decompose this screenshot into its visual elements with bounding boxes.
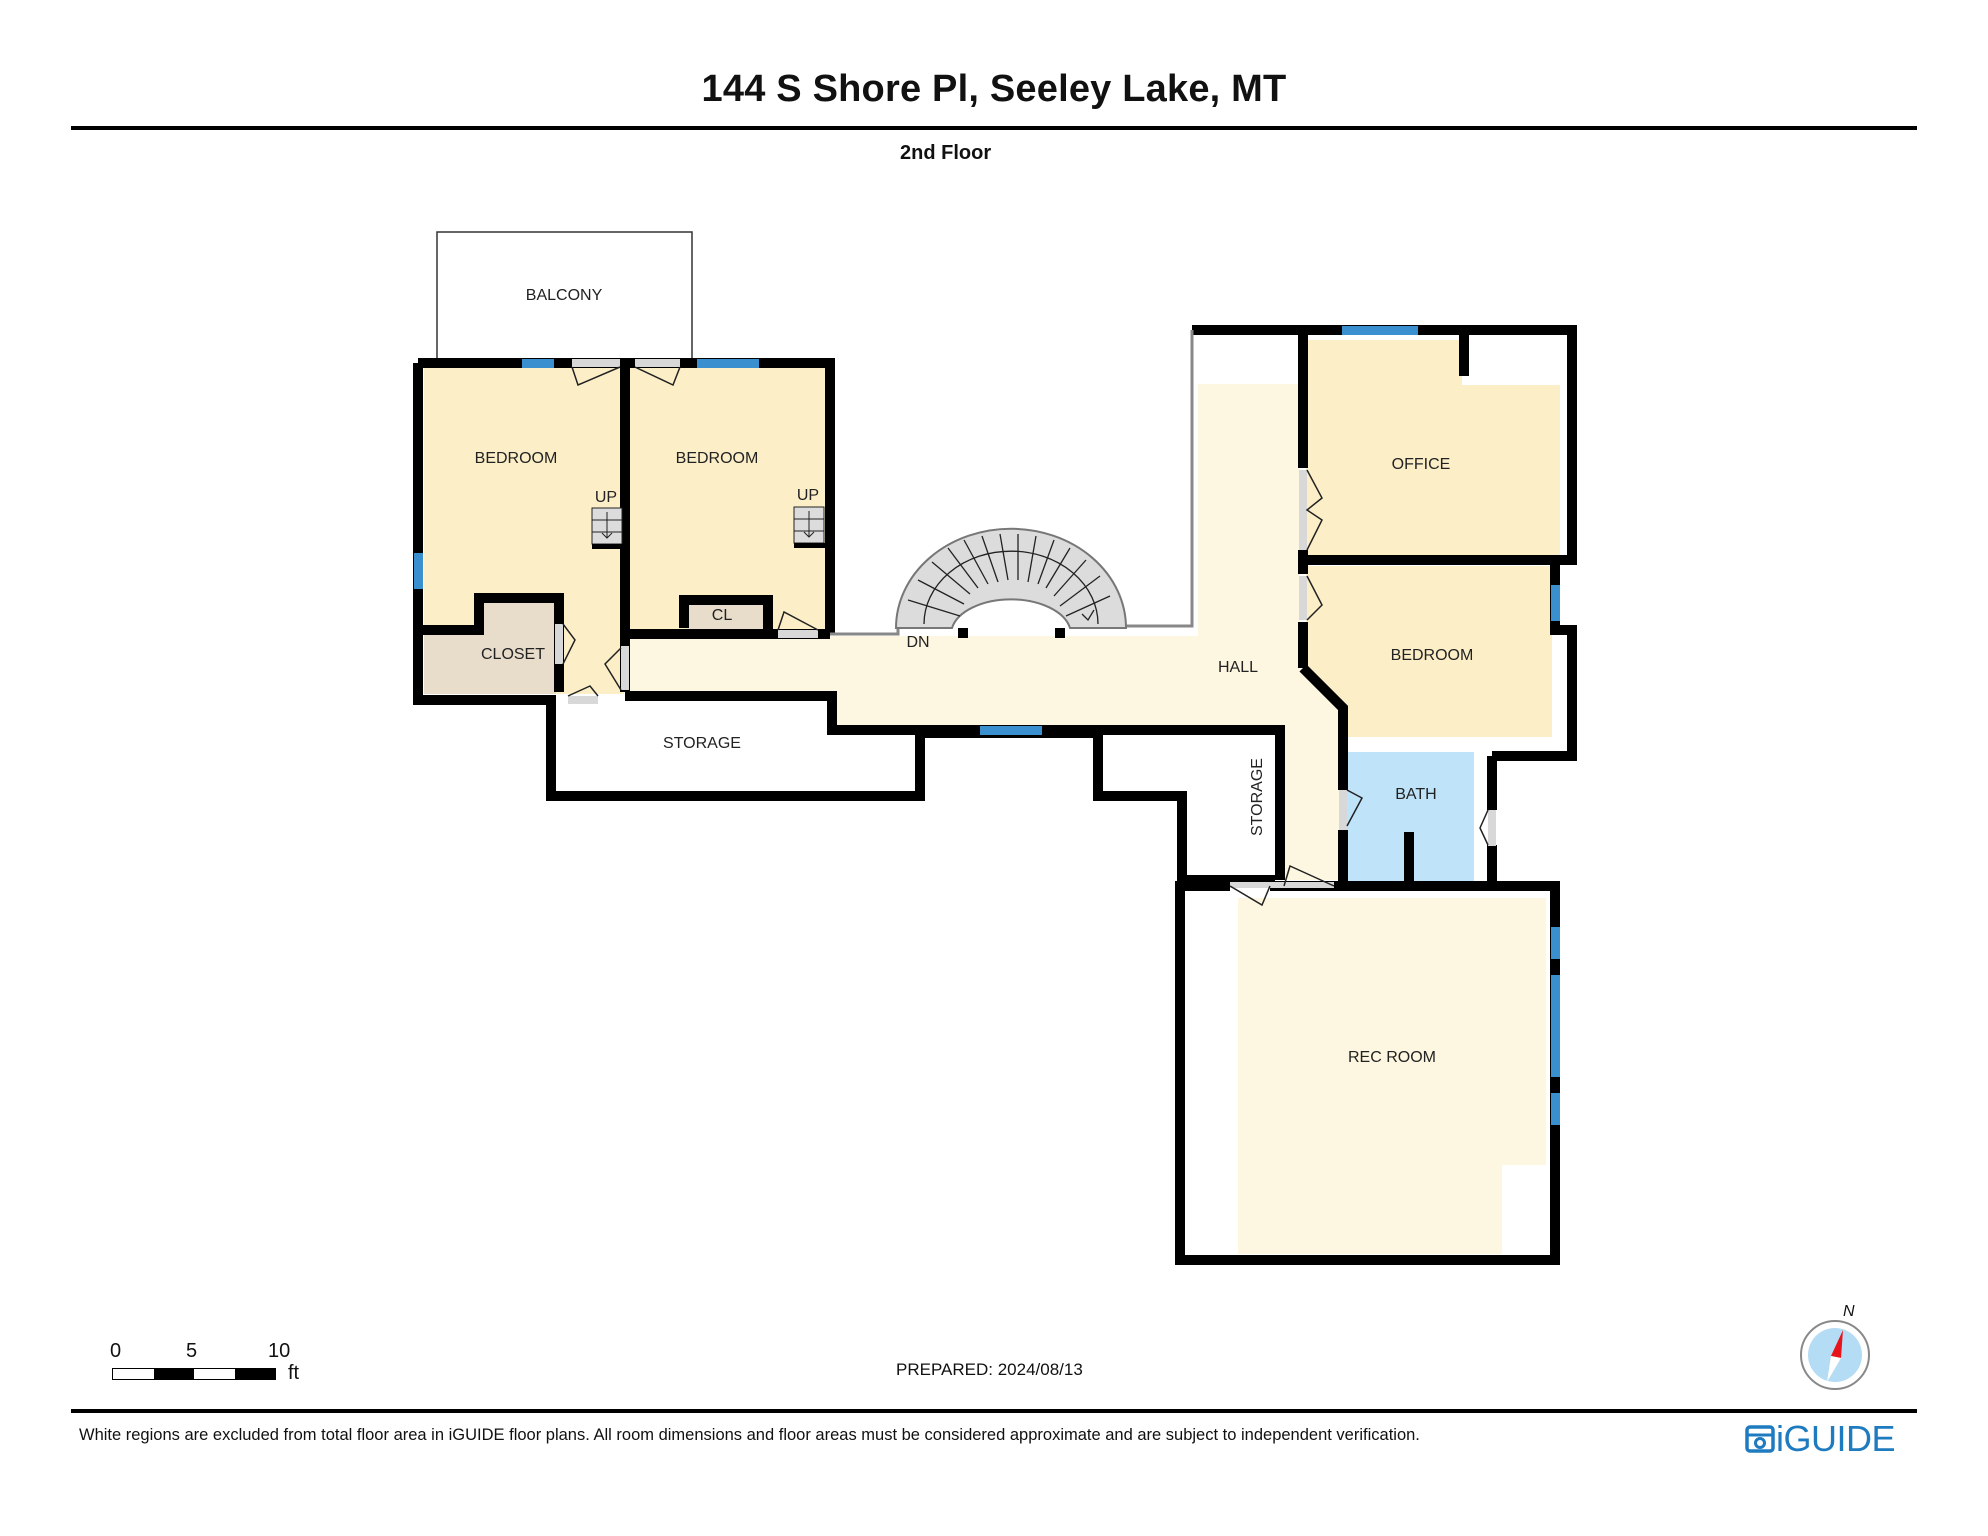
spiral-staircase [894,527,1128,638]
balcony-area [436,231,693,361]
scale-unit: ft [288,1362,300,1384]
compass-north-label: N [1843,1303,1855,1320]
scale-tick-5: 5 [186,1340,198,1362]
iguide-logo: iGUIDE [1744,1418,1896,1460]
footer-divider [71,1409,1917,1413]
scale-tick-10: 10 [268,1340,291,1362]
room-label-balcony: BALCONY [526,287,603,304]
room-label-storage-1: STORAGE [663,735,741,752]
room-label-closet: CLOSET [481,646,545,663]
stairs-up-1 [591,507,625,549]
stair-label-up-2: UP [797,487,819,504]
room-label-storage-2: STORAGE [1249,758,1266,836]
stairs-up-2 [793,506,827,548]
closet-fill [424,602,556,694]
rec-room-fill [1238,898,1546,1254]
scale-tick-0: 0 [110,1340,122,1362]
room-label-bedroom-3: BEDROOM [1391,647,1474,664]
hall-fill [628,384,1342,880]
room-label-hall: HALL [1218,659,1258,676]
room-label-bath: BATH [1395,786,1436,803]
room-label-bedroom-2: BEDROOM [676,450,759,467]
stair-label-up-1: UP [595,489,617,506]
compass-icon: N [1800,1303,1870,1390]
windows [414,326,1560,1125]
floor-label: 2nd Floor [900,142,992,164]
door-openings [555,359,1496,888]
room-label-rec-room: REC ROOM [1348,1049,1436,1066]
header-divider [71,126,1917,130]
room-label-bedroom-1: BEDROOM [475,450,558,467]
room-label-cl: CL [712,607,733,624]
room-label-office: OFFICE [1392,456,1451,473]
iguide-logo-icon [1745,1425,1775,1453]
door-swings [562,366,1489,907]
stair-label-dn: DN [906,634,929,651]
prepared-date: PREPARED: 2024/08/13 [896,1360,1083,1379]
bedroom-2-fill [628,368,828,630]
disclaimer-text: White regions are excluded from total fl… [79,1426,1420,1444]
office-fill [1306,340,1560,556]
bedroom-3-fill [1306,566,1552,737]
iguide-logo-text: iGUIDE [1776,1418,1896,1459]
page-title: 144 S Shore Pl, Seeley Lake, MT [701,68,1287,110]
